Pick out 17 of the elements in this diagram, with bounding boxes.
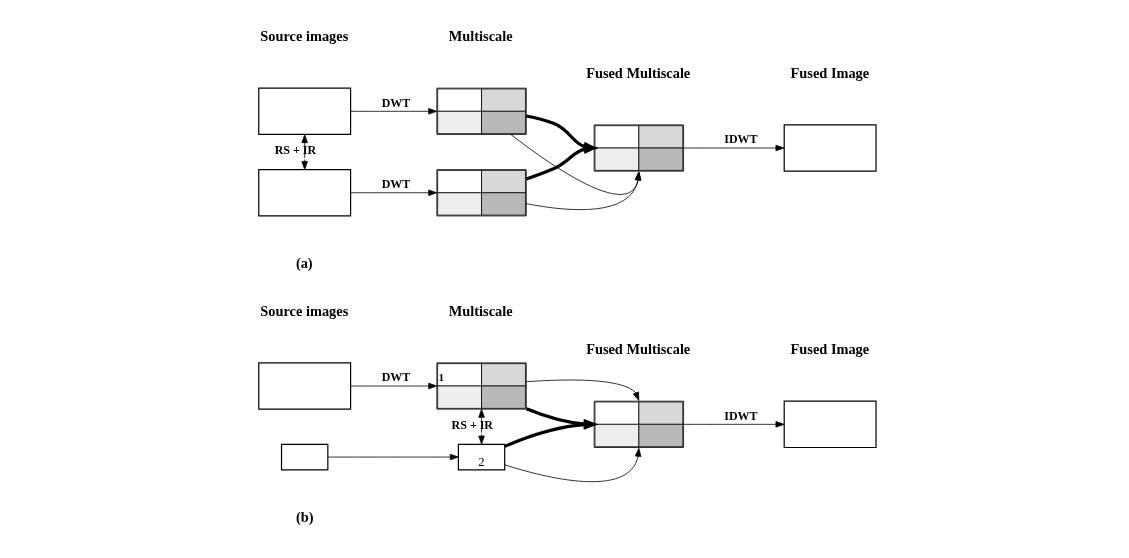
edge-label: RS + IR xyxy=(274,143,316,158)
node-label: Source images xyxy=(259,28,348,45)
node-label: Fused Image xyxy=(790,65,869,82)
node-label: Fused Multiscale xyxy=(585,341,690,358)
edge-label: RS + IR xyxy=(451,417,493,432)
node-label: Source images xyxy=(259,303,348,320)
node-label: Multiscale xyxy=(448,303,513,320)
edge-label: DWT xyxy=(381,370,410,385)
node-label: Fused Image xyxy=(790,341,869,358)
edge-label: IDWT xyxy=(723,408,758,423)
edge-label: DWT xyxy=(381,176,410,191)
node-label: Fused Multiscale xyxy=(585,65,690,82)
edge-label: DWT xyxy=(381,95,410,110)
label: (a) xyxy=(295,255,313,272)
node-label: Multiscale xyxy=(448,28,513,45)
label: (b) xyxy=(295,509,313,526)
edge-label: IDWT xyxy=(723,132,758,147)
